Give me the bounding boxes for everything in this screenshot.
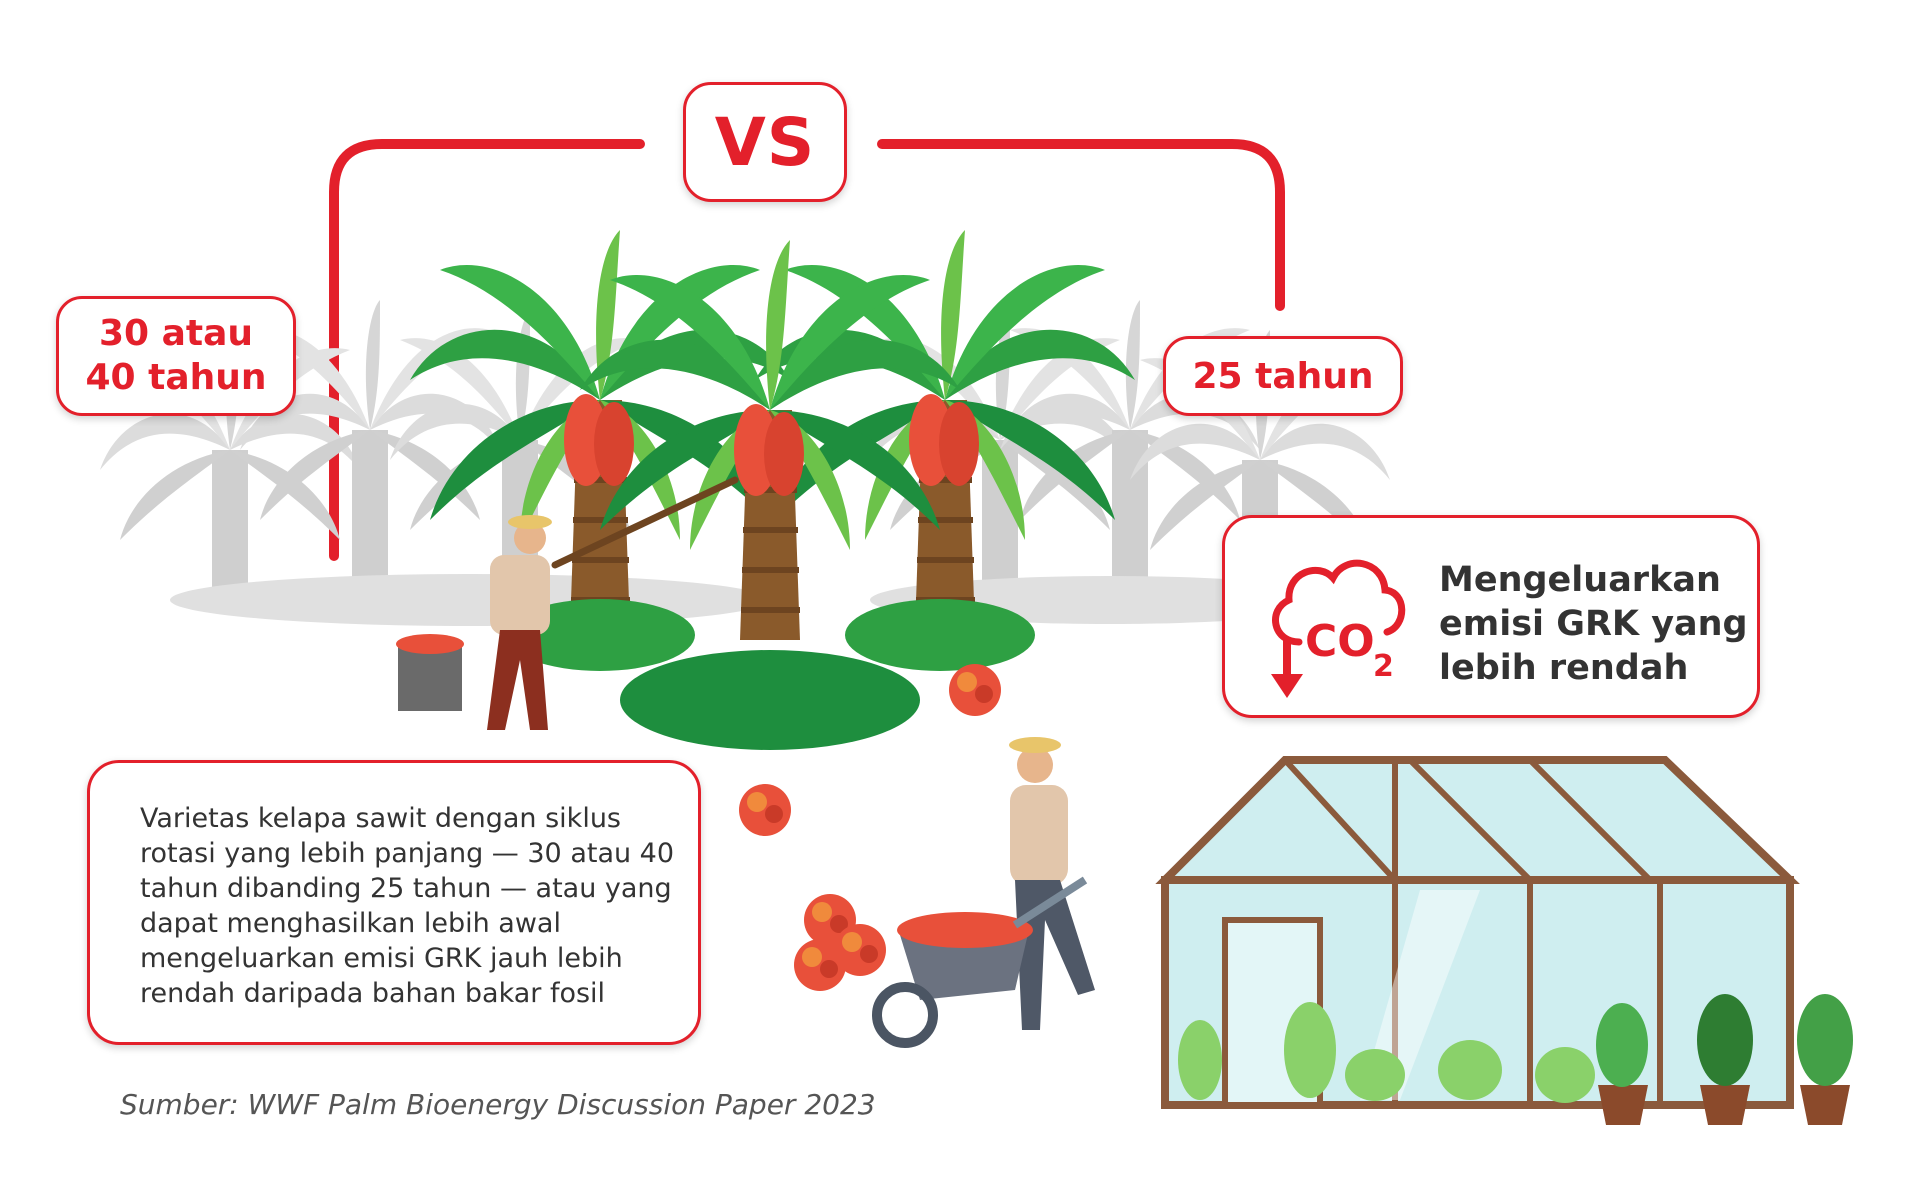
co2-cloud-icon: CO 2 bbox=[1271, 559, 1406, 698]
description-text: Varietas kelapa sawit dengan siklus rota… bbox=[140, 803, 675, 1009]
emission-card: CO 2 Mengeluarkan emisi GRK yang lebih r… bbox=[1222, 515, 1760, 718]
greenhouse bbox=[1155, 756, 1853, 1125]
oil-palm-trees bbox=[410, 230, 1135, 750]
co2-subscript: 2 bbox=[1373, 649, 1394, 684]
description-card: Varietas kelapa sawit dengan siklus rota… bbox=[87, 760, 701, 1045]
short-cycle-badge: 25 tahun bbox=[1163, 336, 1403, 416]
emission-text: Mengeluarkan emisi GRK yang lebih rendah bbox=[1439, 560, 1748, 688]
source-note: Sumber: WWF Palm Bioenergy Discussion Pa… bbox=[120, 1088, 876, 1121]
potted-plants bbox=[1596, 994, 1853, 1125]
harvester-figure bbox=[396, 476, 739, 730]
long-cycle-label: 30 atau 40 tahun bbox=[85, 313, 267, 398]
bracket-right-line bbox=[877, 139, 1285, 311]
bracket-left-line bbox=[329, 139, 645, 561]
vs-label: VS bbox=[714, 103, 816, 181]
short-cycle-label: 25 tahun bbox=[1192, 355, 1374, 397]
wheelbarrow-worker bbox=[872, 737, 1095, 1048]
long-cycle-badge: 30 atau 40 tahun bbox=[56, 296, 296, 416]
co2-text: CO bbox=[1305, 616, 1375, 667]
vs-badge: VS bbox=[683, 82, 847, 202]
